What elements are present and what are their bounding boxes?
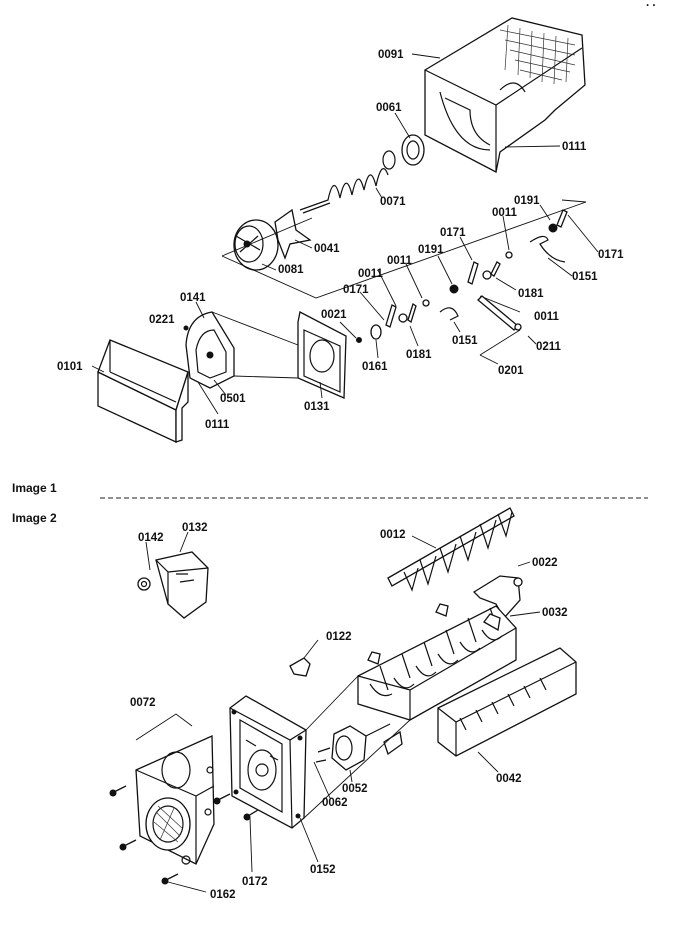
front-panel-0101: [97, 339, 189, 444]
label-0181-right: 0181: [518, 288, 544, 300]
shaft-0062: [315, 747, 331, 763]
label-0041: 0041: [314, 243, 340, 255]
motor-module-0072: [135, 735, 215, 865]
label-0142: 0142: [138, 532, 164, 544]
label-0171-left: 0171: [343, 284, 369, 296]
label-0081: 0081: [278, 264, 304, 276]
label-0011-c: 0011: [534, 311, 560, 323]
linkage-right: [449, 209, 568, 294]
label-0111-bottom: 0111: [205, 419, 230, 431]
label-0191-b: 0191: [418, 244, 444, 256]
label-0012: 0012: [380, 529, 406, 541]
label-0011-a: 0011: [492, 207, 518, 219]
linkage-left: [356, 295, 522, 343]
clip-0122: [289, 657, 311, 677]
auger-wheel-0081: [233, 219, 279, 271]
label-0022: 0022: [532, 557, 558, 569]
label-0052: 0052: [342, 783, 368, 795]
blade-0041: [274, 208, 312, 260]
label-0091: 0091: [378, 49, 404, 61]
housing-0141: [185, 311, 299, 389]
label-0501: 0501: [220, 393, 246, 405]
auger-0071: [299, 150, 396, 214]
label-0131: 0131: [304, 401, 330, 413]
cover-0132: [137, 551, 209, 619]
label-0221: 0221: [149, 314, 175, 326]
motor-0052: [303, 675, 411, 819]
label-0062: 0062: [322, 797, 348, 809]
label-0181-left: 0181: [406, 349, 432, 361]
ejector-0012: [387, 507, 515, 592]
label-0132: 0132: [182, 522, 208, 534]
ice-mold-0032: [357, 603, 517, 756]
label-0122: 0122: [326, 631, 352, 643]
label-0111-top: 0111: [562, 141, 587, 153]
label-0152: 0152: [310, 864, 336, 876]
label-0072: 0072: [130, 697, 156, 709]
label-0201: 0201: [498, 365, 524, 377]
label-0071: 0071: [380, 196, 406, 208]
label-0061: 0061: [376, 102, 402, 114]
label-0161: 0161: [362, 361, 388, 373]
label-0011-b: 0011: [387, 255, 413, 267]
label-0191-a: 0191: [514, 195, 540, 207]
label-0171-mid: 0171: [440, 227, 466, 239]
label-0171-right: 0171: [598, 249, 624, 261]
corner-mark: . .: [646, 0, 656, 9]
label-0042: 0042: [496, 773, 522, 785]
label-0151-left: 0151: [452, 335, 478, 347]
label-0101: 0101: [57, 361, 83, 373]
label-0211: 0211: [536, 341, 562, 353]
label-0151-right: 0151: [572, 271, 598, 283]
label-0172: 0172: [242, 876, 268, 888]
label-0162: 0162: [210, 889, 236, 901]
cover-0042: [437, 647, 577, 757]
screws: [109, 785, 259, 885]
section-image-2: Image 2: [12, 511, 57, 525]
ice-bucket-0091: [424, 17, 586, 173]
label-0021: 0021: [321, 309, 347, 321]
drive-housing-0152: [229, 695, 307, 829]
label-0032: 0032: [542, 607, 568, 619]
label-0141: 0141: [180, 292, 206, 304]
label-0011-d: 0011: [358, 268, 384, 280]
stripper-0022: [472, 575, 523, 620]
mounting-plate-0131: [297, 311, 347, 399]
retainer-0061: [401, 134, 425, 166]
section-image-1: Image 1: [12, 481, 57, 495]
